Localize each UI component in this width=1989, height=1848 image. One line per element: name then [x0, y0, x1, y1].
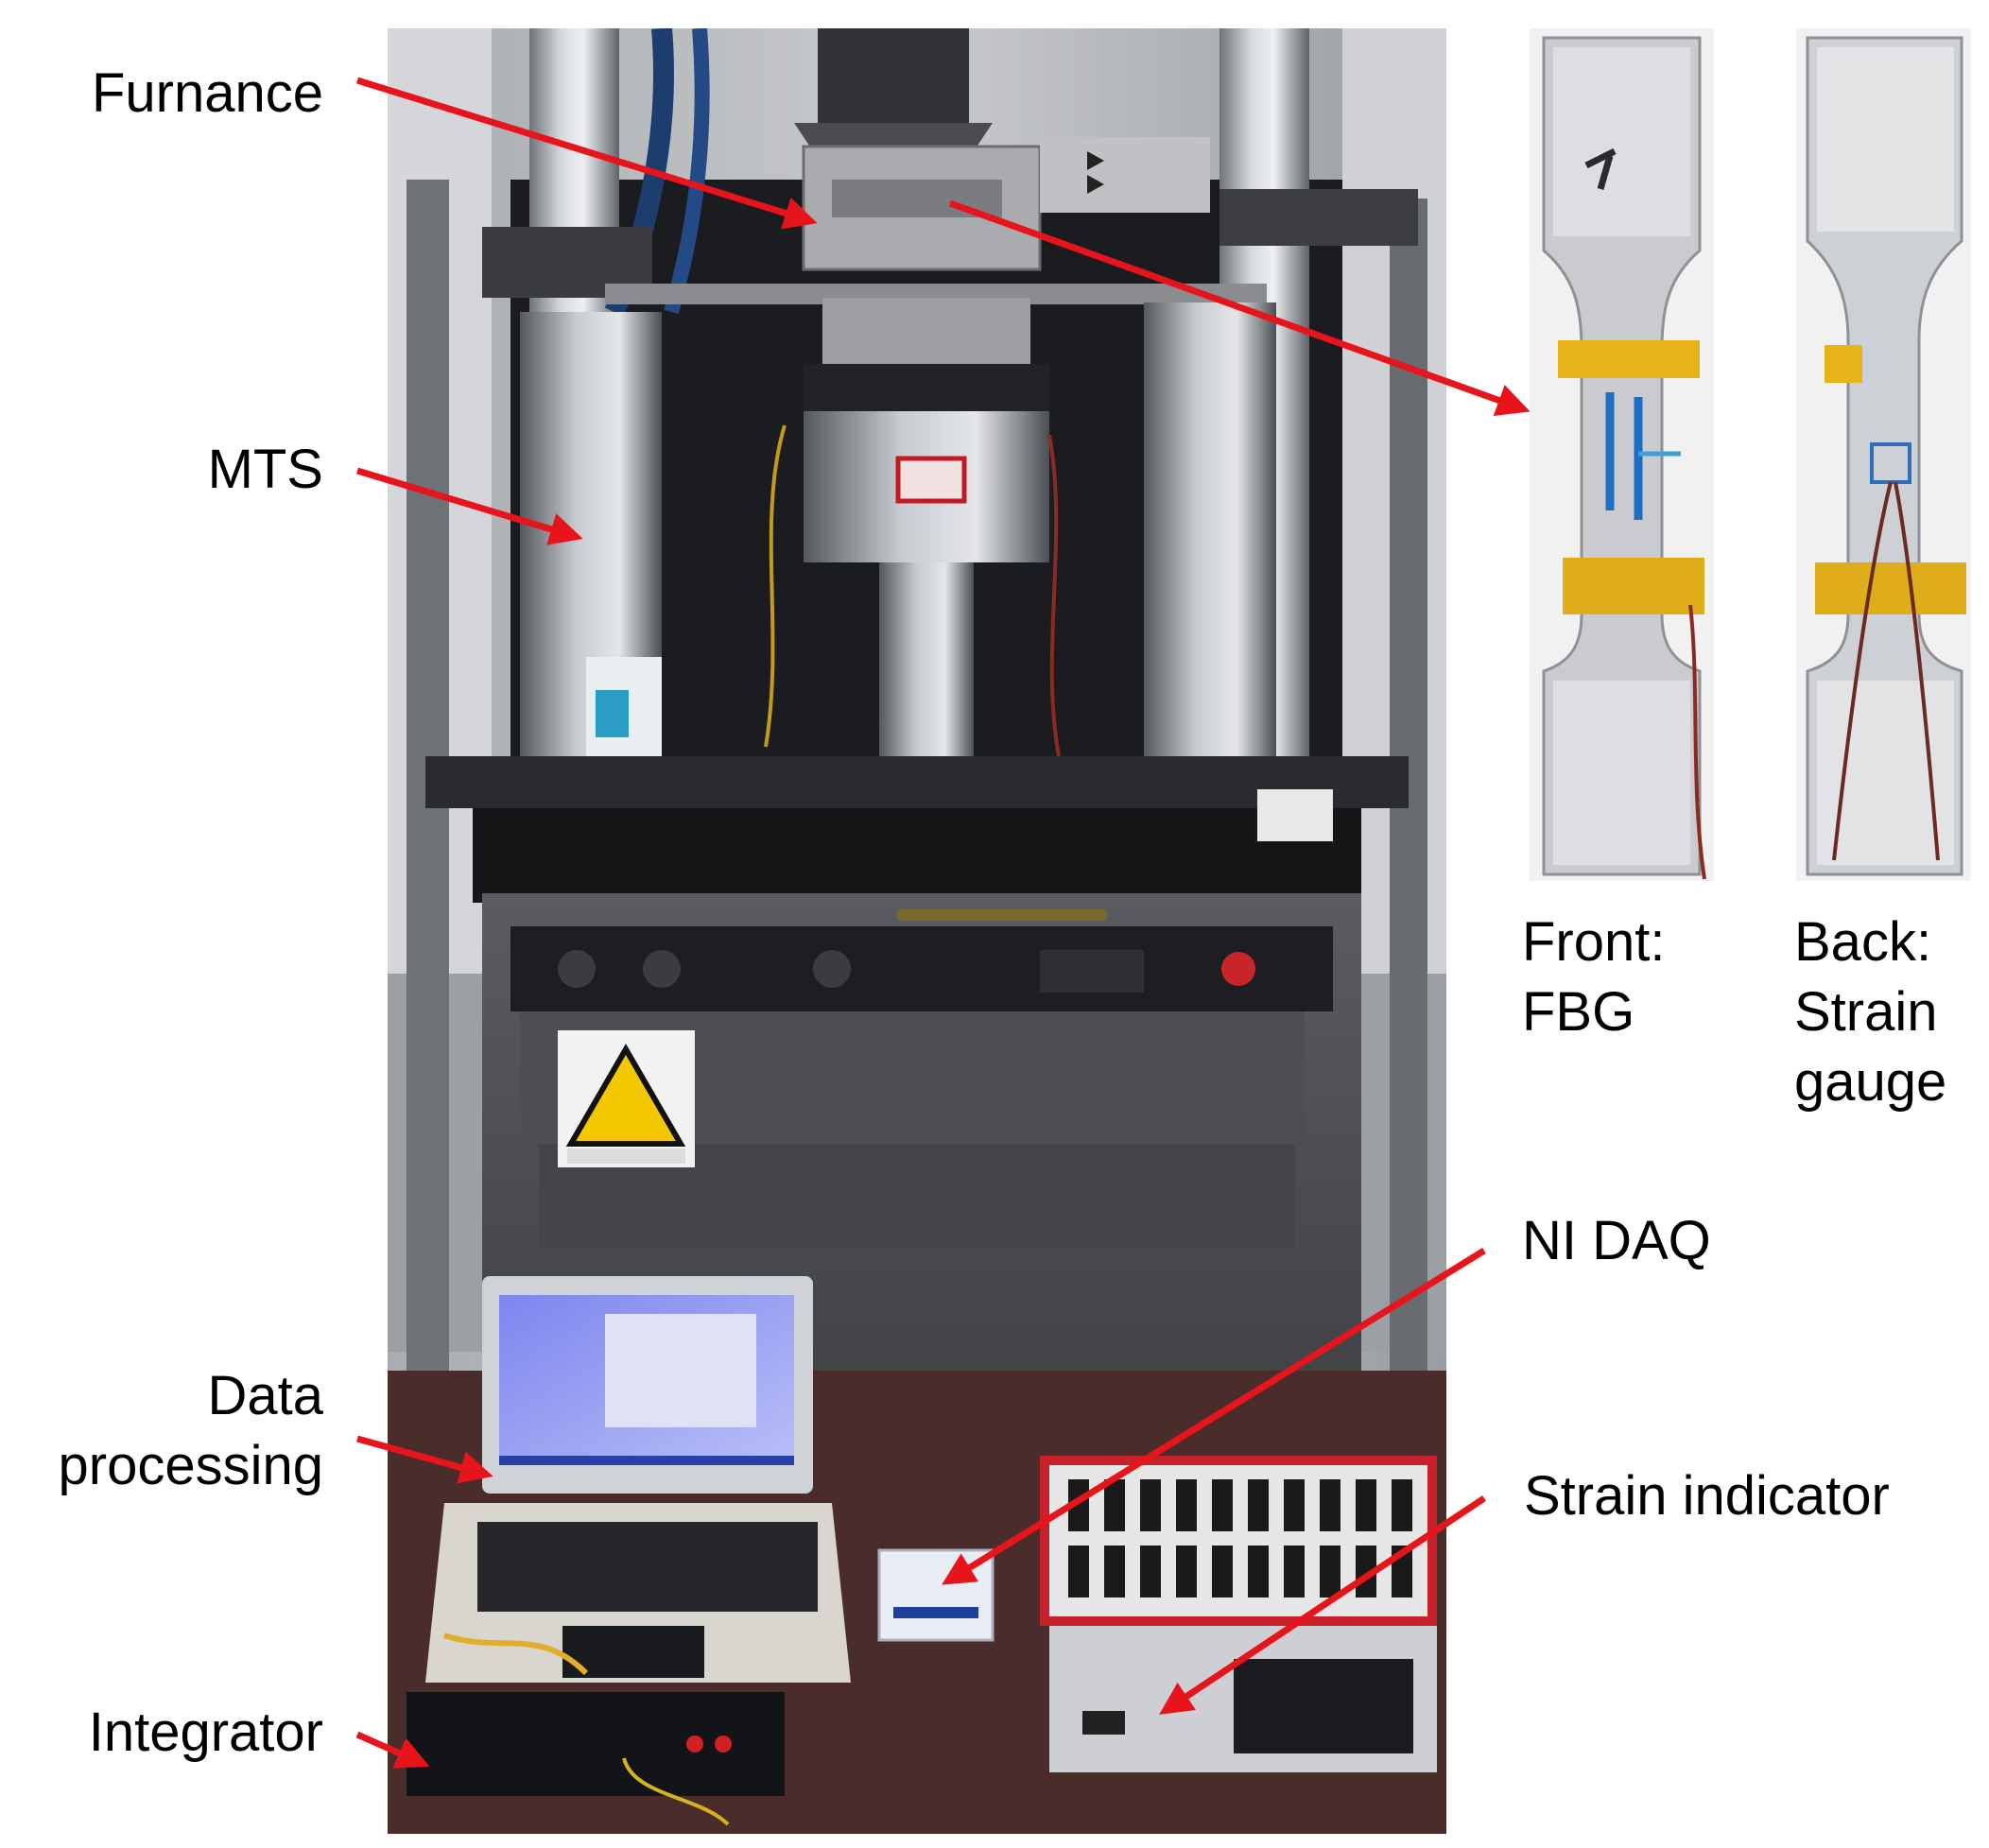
data-processing-arrow: [356, 1435, 493, 1484]
strain-indicator-label: Strain indicator: [1524, 1465, 1890, 1527]
data-processing-label: Data processing: [59, 1361, 323, 1501]
specimen-arrow: [948, 199, 1531, 417]
integrator-arrow: [355, 1731, 430, 1769]
data-processing-line-2: processing: [58, 1435, 323, 1496]
back-caption: Back: Strain gauge: [1794, 907, 1946, 1117]
furnace-arrow: [355, 77, 818, 230]
front-caption-line-2: FBG: [1522, 981, 1635, 1043]
test-setup-photo: [388, 28, 1446, 1834]
back-caption-line-2: Strain: [1794, 981, 1938, 1043]
front-caption-line-1: Front:: [1522, 911, 1666, 973]
specimen-back-photo: [1796, 28, 1971, 881]
ni-daq-label: NI DAQ: [1522, 1210, 1711, 1271]
mts-label: MTS: [207, 439, 323, 500]
mts-arrow: [355, 467, 583, 545]
furnace-label: Furnance: [91, 62, 323, 124]
integrator-label: Integrator: [88, 1701, 323, 1763]
data-processing-line-1: Data: [207, 1365, 323, 1426]
specimen-front-photo: [1530, 28, 1714, 881]
back-caption-line-1: Back:: [1794, 911, 1932, 973]
front-caption: Front: FBG: [1522, 907, 1666, 1047]
ni-daq-arrow: [942, 1248, 1486, 1585]
back-caption-line-3: gauge: [1794, 1051, 1947, 1113]
strain-indicator-arrow: [1159, 1495, 1486, 1715]
